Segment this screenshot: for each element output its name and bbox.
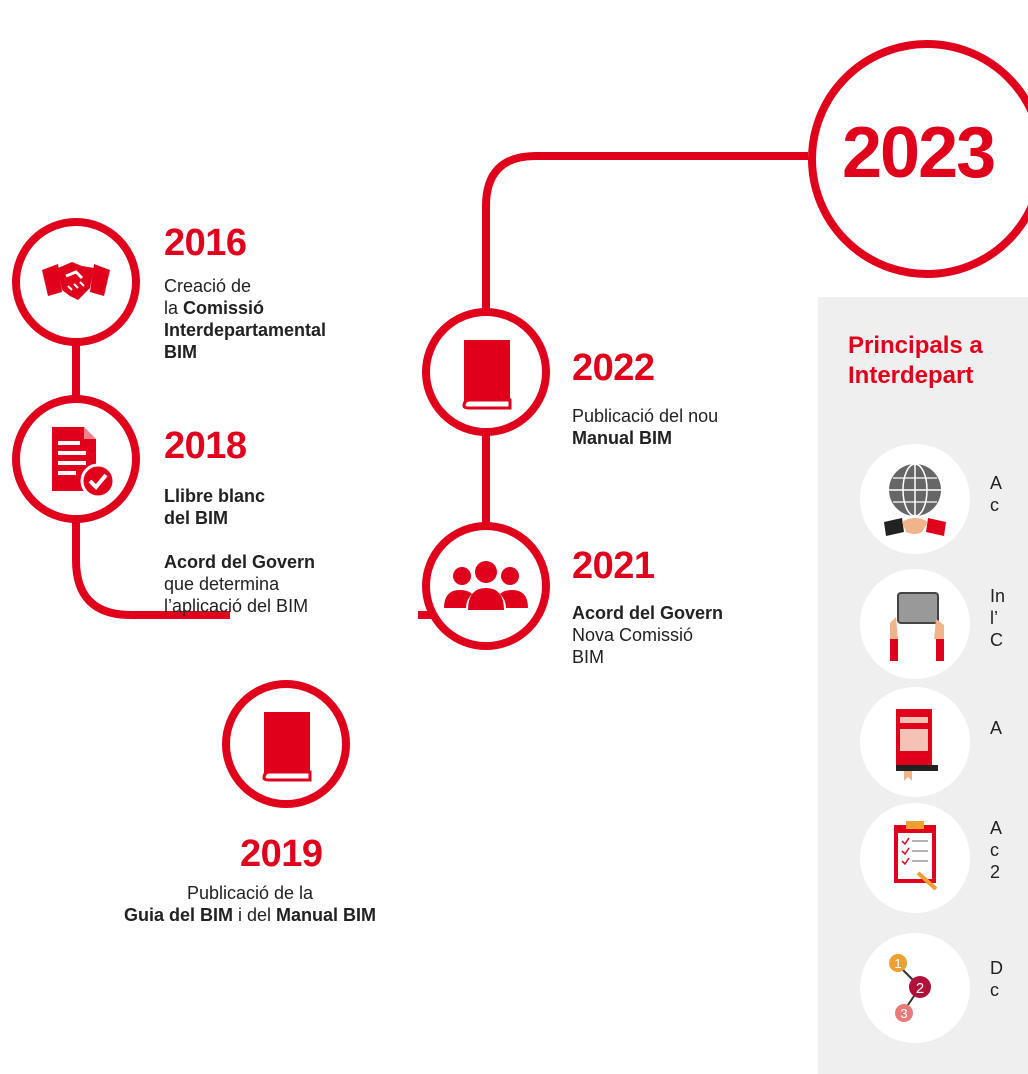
globe-handshake-icon [884, 463, 946, 536]
year-2019: 2019 [240, 833, 323, 875]
panel-item-2-icon [860, 569, 970, 679]
panel-item-5-text: D c [990, 958, 1003, 1000]
actions-panel: Principals a Interdepart A c In [818, 297, 1028, 1074]
step-2-label: 2 [916, 980, 924, 997]
step-1-label: 1 [894, 956, 901, 971]
panel-item-4-text: A c 2 [990, 818, 1003, 882]
desc-2019: Publicació de la Guia del BIM i del Manu… [123, 883, 377, 925]
year-2022: 2022 [572, 347, 655, 389]
step-3-label: 3 [900, 1006, 907, 1021]
node-2021 [422, 522, 550, 650]
panel-item-2-text: In l’ C [990, 586, 1006, 650]
panel-item-5-icon: 1 2 3 [860, 933, 970, 1043]
panel-title: Principals a Interdepart [848, 332, 983, 389]
year-2021: 2021 [572, 545, 655, 587]
panel-item-4-icon [860, 803, 970, 913]
people-icon [444, 561, 528, 610]
panel-item-1-icon [860, 444, 970, 554]
desc-2022: Publicació del nou Manual BIM [572, 406, 719, 448]
node-2016 [12, 218, 140, 346]
node-2018 [12, 395, 140, 523]
book-icon [462, 340, 512, 410]
document-check-icon [52, 427, 116, 499]
red-book-icon [896, 709, 938, 781]
desc-2018: Llibre blanc del BIM Acord del Govern qu… [164, 486, 316, 616]
year-2023-badge: 2023 [808, 40, 1028, 278]
handshake-icon [42, 262, 110, 300]
tablet-hands-icon [890, 592, 944, 661]
desc-2021: Acord del Govern Nova Comissió BIM [572, 603, 724, 667]
clipboard-checklist-icon [894, 821, 938, 891]
panel-item-3-text: A [990, 718, 1003, 738]
numbered-steps-icon: 1 2 3 [889, 954, 931, 1022]
year-2018: 2018 [164, 425, 247, 467]
panel-item-3-icon [860, 687, 970, 797]
desc-2016: Creació de la Comissió Interdepartamenta… [164, 276, 327, 362]
panel-item-1-text: A c [990, 473, 1003, 515]
node-2022 [422, 308, 550, 436]
book-icon [262, 712, 312, 782]
node-2019 [222, 680, 350, 808]
year-2016: 2016 [164, 222, 247, 264]
year-2023-label: 2023 [842, 113, 996, 193]
